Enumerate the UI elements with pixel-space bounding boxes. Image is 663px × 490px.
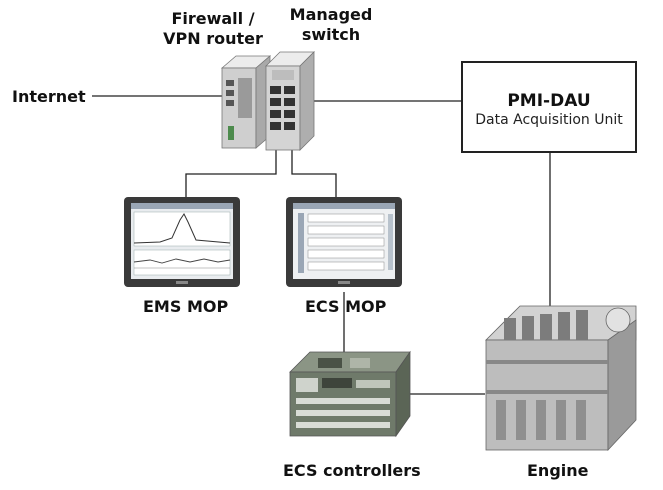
ecs-mop-screen xyxy=(286,197,402,287)
ecs-controllers-label: ECS controllers xyxy=(283,461,421,480)
switch-to-ecs-link xyxy=(291,150,337,199)
pmi-dau-title: PMI-DAU xyxy=(507,91,591,111)
ecs-mop-label: ECS MOP xyxy=(305,297,387,316)
ems-mop-label: EMS MOP xyxy=(143,297,229,316)
firewall-router-device xyxy=(220,55,272,149)
switch-label-line2: switch xyxy=(301,25,361,44)
router-to-ems-link xyxy=(185,150,277,199)
managed-switch-device xyxy=(265,51,315,151)
ecs-controllers-device xyxy=(289,350,411,438)
switch-label: Managed switch xyxy=(282,5,380,45)
internet-label: Internet xyxy=(12,87,86,106)
engine-image xyxy=(485,305,637,452)
pmi-dau-subtitle: Data Acquisition Unit xyxy=(475,112,623,128)
firewall-label-line2: VPN router xyxy=(163,29,263,48)
switch-label-line1: Managed xyxy=(289,5,373,24)
firewall-label-line1: Firewall / xyxy=(171,9,255,28)
firewall-label: Firewall / VPN router xyxy=(158,9,268,49)
pmi-dau-box: PMI-DAU Data Acquisition Unit xyxy=(461,61,637,153)
ems-mop-screen xyxy=(124,197,240,287)
engine-label: Engine xyxy=(527,461,589,480)
